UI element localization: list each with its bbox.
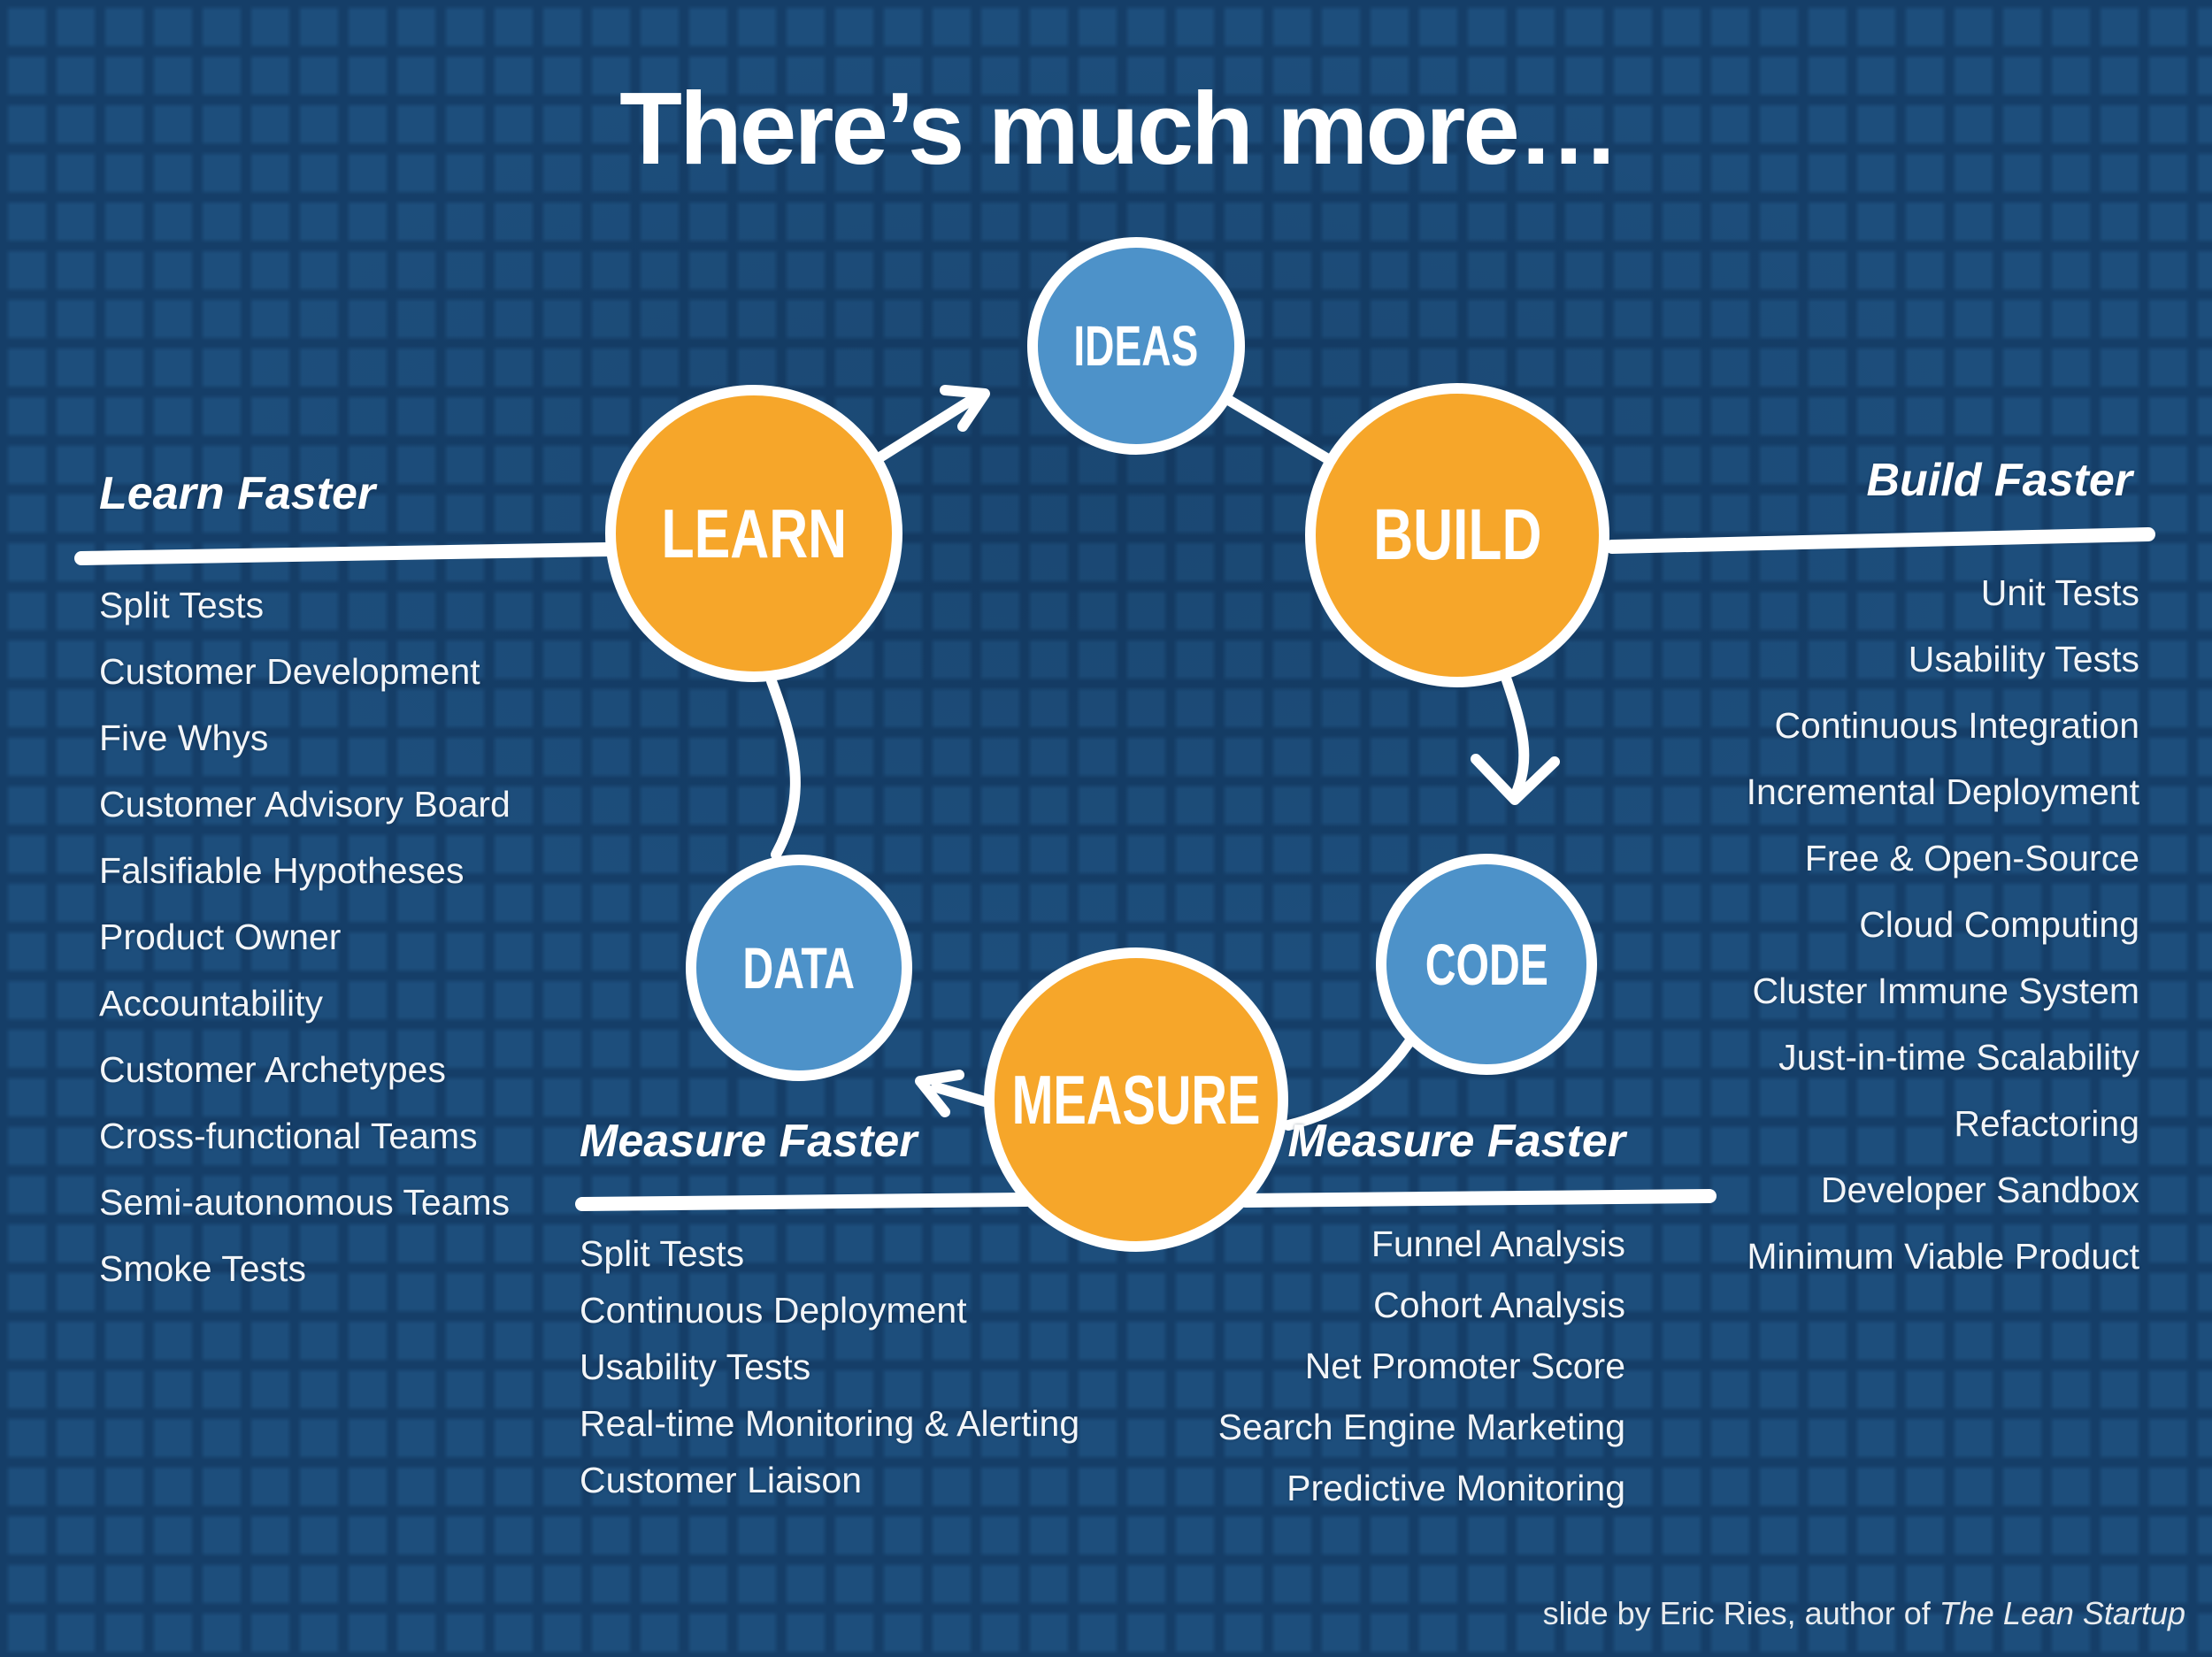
build-faster-heading: Build Faster xyxy=(1866,455,2133,506)
list-item: Usability Tests xyxy=(1908,639,2139,679)
credit-line: slide by Eric Ries, author of The Lean S… xyxy=(1543,1595,2185,1632)
list-item: Search Engine Marketing xyxy=(1217,1407,1625,1447)
list-item: Continuous Deployment xyxy=(580,1290,967,1331)
list-item: Predictive Monitoring xyxy=(1286,1468,1625,1508)
cycle-node-measure: MEASURE xyxy=(984,947,1288,1252)
credit-book-title: The Lean Startup xyxy=(1939,1595,2185,1631)
build-faster-divider xyxy=(1605,527,2155,554)
list-item: Semi-autonomous Teams xyxy=(99,1182,511,1223)
connector-ideas-to-build xyxy=(1225,395,1333,464)
list-item: Customer Archetypes xyxy=(99,1049,446,1090)
list-item: Refactoring xyxy=(1954,1103,2139,1144)
list-item: Split Tests xyxy=(99,585,265,625)
cycle-node-learn: LEARN xyxy=(605,385,902,682)
list-item: Net Promoter Score xyxy=(1304,1346,1625,1386)
list-item: Cloud Computing xyxy=(1859,904,2139,945)
learn-faster-heading: Learn Faster xyxy=(99,468,376,519)
measure-faster-right-heading: Measure Faster xyxy=(1287,1116,1625,1167)
list-item: Five Whys xyxy=(99,717,269,758)
cycle-node-learn-label: LEARN xyxy=(661,494,847,572)
connector-code-to-measure xyxy=(1283,1027,1421,1131)
connector-measure-to-data xyxy=(931,1082,993,1108)
list-item: Developer Sandbox xyxy=(1820,1170,2139,1210)
cycle-node-ideas: IDEAS xyxy=(1027,237,1245,455)
cycle-node-build: BUILD xyxy=(1305,383,1609,687)
arrowhead-to-data xyxy=(915,1070,964,1117)
arrowhead-to-code xyxy=(1471,754,1560,805)
cycle-node-code-label: CODE xyxy=(1425,932,1548,997)
list-item: Falsifiable Hypotheses xyxy=(99,850,465,891)
list-item: Funnel Analysis xyxy=(1371,1224,1625,1264)
arrowhead-to-ideas xyxy=(940,385,990,432)
list-item: Cross-functional Teams xyxy=(99,1116,478,1156)
list-item: Incremental Deployment xyxy=(1746,771,2139,812)
list-item: Accountability xyxy=(99,983,323,1024)
cycle-node-data: DATA xyxy=(686,855,912,1081)
cycle-node-build-label: BUILD xyxy=(1372,495,1542,575)
list-item: Customer Advisory Board xyxy=(99,784,511,825)
connector-data-to-learn xyxy=(766,676,801,860)
list-item: Cohort Analysis xyxy=(1373,1285,1625,1325)
list-item: Split Tests xyxy=(580,1233,745,1274)
measure-faster-left-heading: Measure Faster xyxy=(580,1116,918,1167)
credit-prefix: slide by Eric Ries, author of xyxy=(1542,1595,1939,1631)
measure-faster-right-divider xyxy=(1239,1189,1717,1208)
list-item: Customer Development xyxy=(99,651,480,692)
list-item: Usability Tests xyxy=(580,1346,811,1387)
list-item: Product Owner xyxy=(99,917,342,957)
cycle-node-ideas-label: IDEAS xyxy=(1073,314,1199,378)
slide-title: There’s much more… xyxy=(619,71,1620,186)
list-item: Real-time Monitoring & Alerting xyxy=(580,1403,1080,1444)
list-item: Continuous Integration xyxy=(1774,705,2139,746)
cycle-node-data-label: DATA xyxy=(742,935,856,1001)
list-item: Unit Tests xyxy=(1980,572,2139,613)
connector-learn-to-ideas xyxy=(876,392,981,462)
list-item: Just-in-time Scalability xyxy=(1778,1037,2139,1078)
list-item: Customer Liaison xyxy=(580,1460,863,1500)
cycle-node-code: CODE xyxy=(1376,854,1597,1075)
list-item: Free & Open-Source xyxy=(1804,838,2139,878)
list-item: Cluster Immune System xyxy=(1752,970,2139,1011)
measure-faster-left-divider xyxy=(575,1193,1033,1211)
connector-build-to-code xyxy=(1502,675,1530,800)
list-item: Smoke Tests xyxy=(99,1248,306,1289)
learn-faster-divider xyxy=(74,542,616,565)
cycle-node-measure-label: MEASURE xyxy=(1011,1060,1261,1139)
list-item: Minimum Viable Product xyxy=(1747,1236,2139,1277)
